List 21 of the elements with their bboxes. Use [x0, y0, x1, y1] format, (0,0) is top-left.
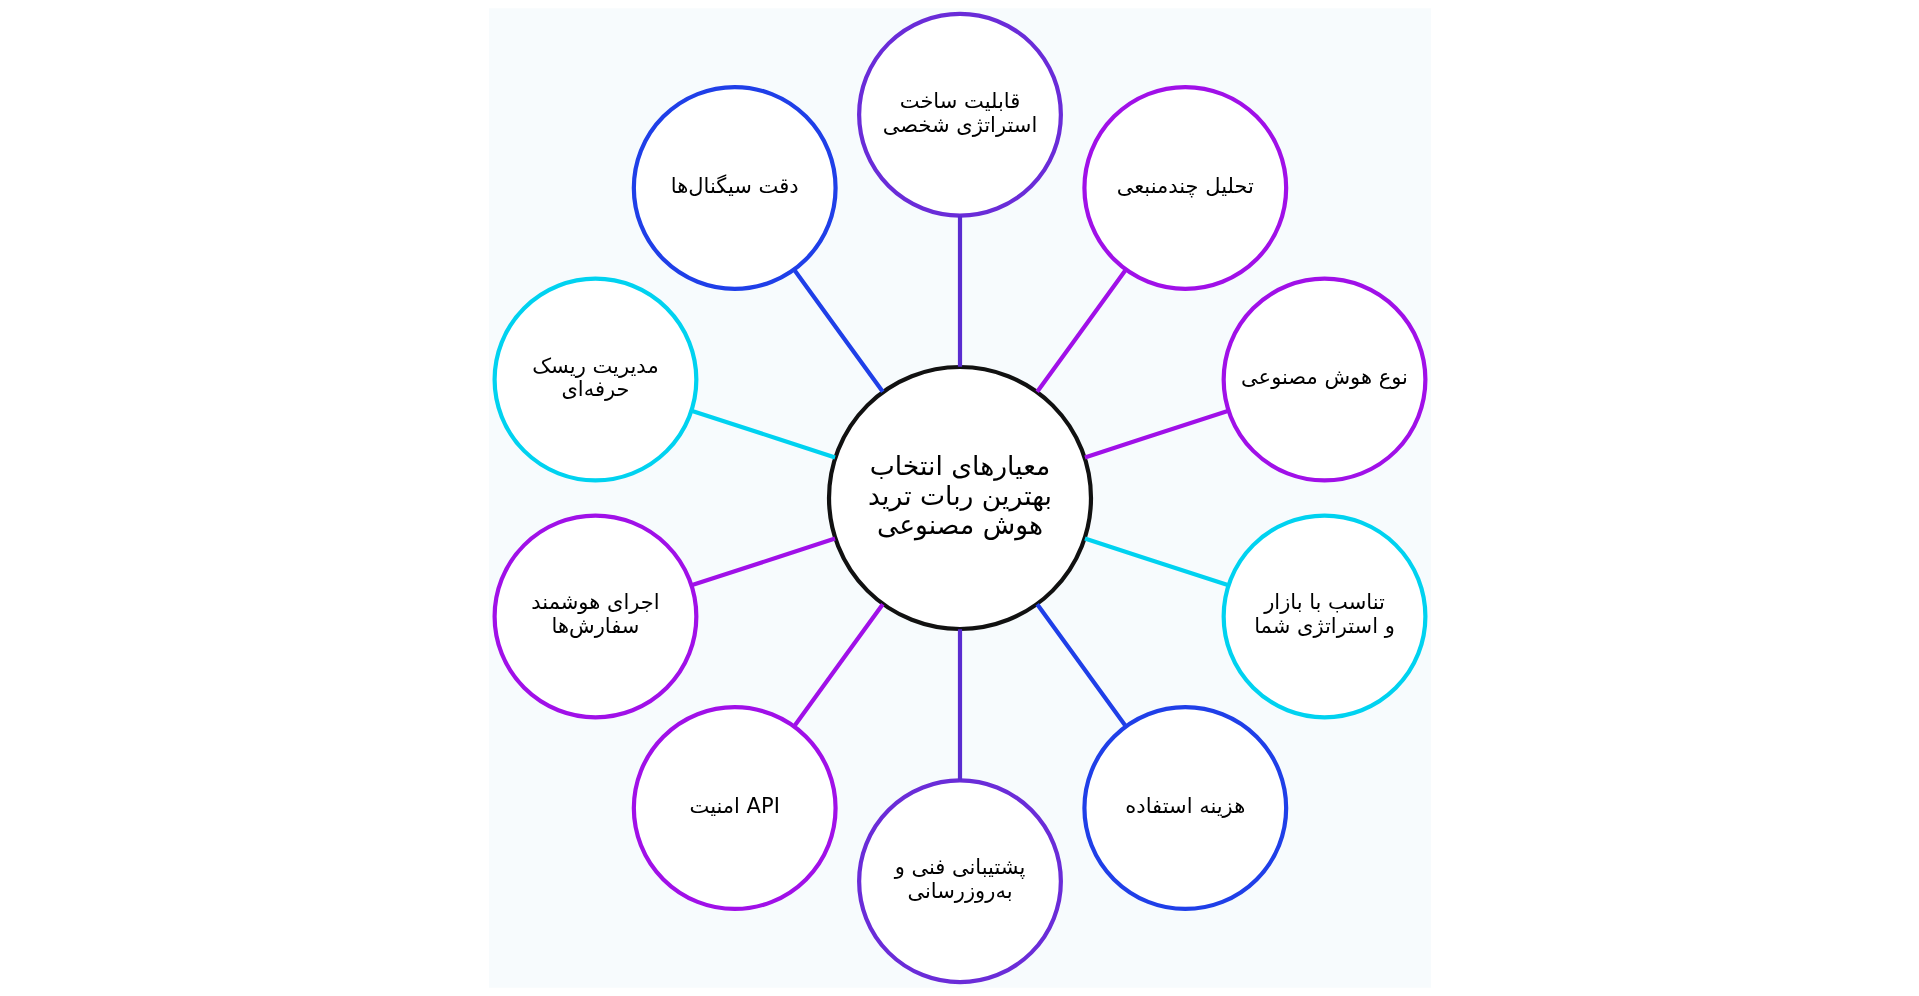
connector: [1035, 268, 1128, 393]
connector: [690, 536, 836, 588]
node-circle: معیارهای انتخاب بهترین ربات ترید هوش مصنوعی: [826, 364, 1093, 632]
connector: [1083, 536, 1229, 588]
node-circle: اجرای هوشمند سفارش‌ها: [492, 513, 698, 720]
connector: [1083, 408, 1229, 460]
node-circle: تحلیل چندمنبعی: [1081, 84, 1288, 291]
connector: [690, 408, 836, 460]
node-circle: پشتیبانی فنی و به‌روزرسانی: [856, 778, 1063, 985]
node-circle: دقت سیگنال‌ها: [631, 84, 838, 291]
node-circle: تناسب با بازار و استراتژی شما: [1221, 513, 1427, 720]
connector: [791, 268, 884, 393]
node-circle: قابلیت ساخت استراتژی شخصی: [856, 11, 1063, 218]
connector: [957, 215, 962, 367]
connector: [957, 629, 962, 781]
connector: [1035, 603, 1128, 728]
connector: [791, 603, 884, 728]
node-circle: نوع هوش مصنوعی: [1221, 276, 1427, 483]
node-circle: هزینه استفاده: [1081, 705, 1288, 912]
node-circle: مدیریت ریسک حرفه‌ای: [492, 276, 698, 483]
node-circle: امنیت API: [631, 705, 838, 912]
